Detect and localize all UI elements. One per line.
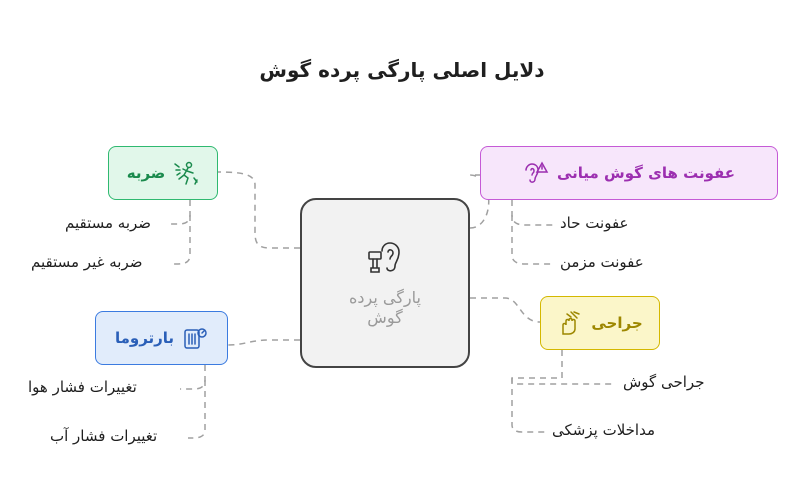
leaf-ear-surgery: جراحی گوش <box>623 373 705 391</box>
branch-trauma: ضربه <box>108 146 218 200</box>
branch-trauma-label: ضربه <box>126 164 166 182</box>
ear-warning-icon <box>523 160 549 186</box>
branch-barotrauma-label: بارتروما <box>114 329 175 347</box>
impact-person-icon <box>173 160 199 186</box>
center-label: پارگی پرده گوش <box>349 288 421 327</box>
leaf-medical-intervention: مداخلات پزشکی <box>552 421 655 439</box>
diagram-title: دلایل اصلی پارگی پرده گوش <box>259 58 545 82</box>
center-node: پارگی پرده گوش <box>300 198 470 368</box>
pressure-gauge-icon <box>182 325 208 351</box>
branch-surgery: جراحی <box>540 296 660 350</box>
branch-barotrauma: بارتروما <box>95 311 228 365</box>
leaf-indirect-trauma: ضربه غیر مستقیم <box>31 253 143 271</box>
leaf-chronic-infection: عفونت مزمن <box>560 253 644 271</box>
surgery-hand-icon <box>557 310 583 336</box>
leaf-direct-trauma: ضربه مستقیم <box>65 214 152 232</box>
leaf-acute-infection: عفونت حاد <box>560 214 629 232</box>
branch-surgery-label: جراحی <box>591 314 643 332</box>
branch-infection: عفونت های گوش میانی <box>480 146 778 200</box>
ear-with-probe-icon <box>365 238 405 282</box>
branch-infection-label: عفونت های گوش میانی <box>556 164 736 182</box>
leaf-air-pressure: تغییرات فشار هوا <box>28 378 137 396</box>
leaf-water-pressure: تغییرات فشار آب <box>50 427 158 445</box>
